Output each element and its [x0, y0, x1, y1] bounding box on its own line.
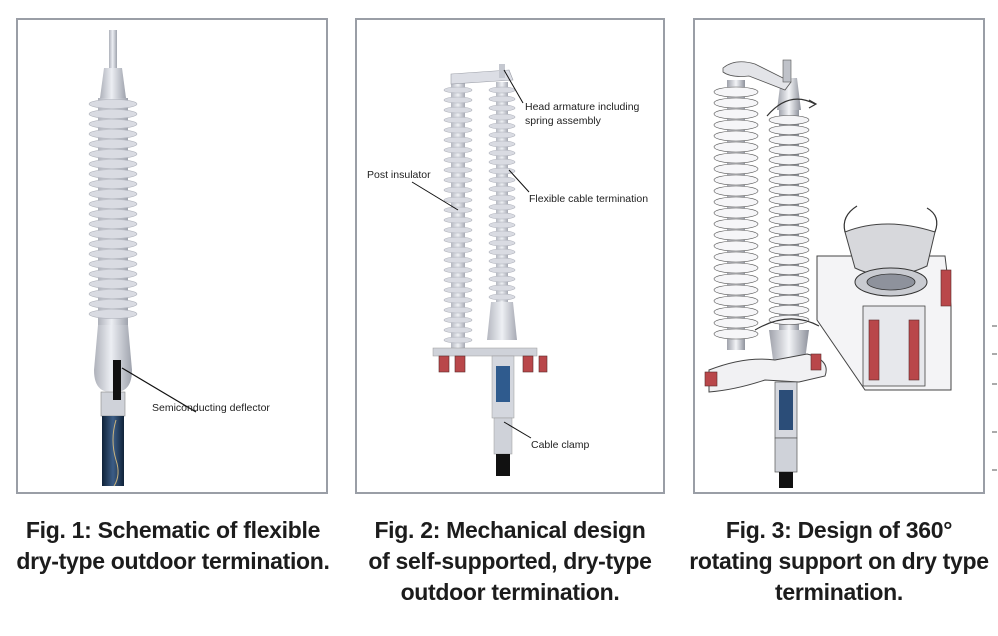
figure-2-caption-line-2: of self-supported, dry-type [368, 548, 652, 574]
label-cable-clamp: Cable clamp [531, 439, 590, 451]
termination-body [88, 30, 138, 487]
figure-3-caption-line-1: Fig. 3: Design of 360° [725, 517, 953, 543]
leader-line-flexible [508, 169, 530, 193]
figure-3-caption-line-2: rotating support on dry type [689, 548, 989, 574]
figure-2-panel: Head armature including spring assembly … [355, 18, 665, 494]
ground-wire [112, 419, 119, 487]
figure-3-drawing [704, 59, 952, 488]
insulator-sheds [88, 99, 138, 319]
post-insulator-3d [713, 80, 759, 350]
cable-clamp-assembly [491, 355, 515, 476]
figure-1-caption-line-2: dry-type outdoor termination. [16, 548, 330, 574]
leader-line-deflector [121, 367, 197, 413]
rotation-arrows [754, 98, 820, 331]
detail-inset [816, 205, 952, 391]
label-flexible-cable-termination: Flexible cable termination [529, 193, 648, 205]
figure-2-caption-line-3: outdoor termination. [400, 579, 620, 605]
figure-2-caption: Fig. 2: Mechanical design of self-suppor… [352, 515, 668, 608]
label-post-insulator: Post insulator [367, 169, 431, 181]
cropped-edge-marks [992, 325, 997, 471]
flexible-cable-termination [487, 82, 517, 340]
leader-line-clamp [503, 421, 532, 439]
base-yoke-3d [704, 353, 827, 488]
top-conductor [109, 30, 117, 68]
figure-1-caption: Fig. 1: Schematic of flexible dry-type o… [10, 515, 336, 577]
leader-line-head [503, 69, 524, 104]
figure-2-caption-line-1: Fig. 2: Mechanical design [374, 517, 646, 543]
base-plate [432, 347, 548, 373]
figure-1-panel: Semiconducting deflector [16, 18, 328, 494]
top-cap [100, 68, 126, 98]
figure-1-caption-line-1: Fig. 1: Schematic of flexible [25, 517, 321, 543]
head-armature [450, 64, 514, 85]
label-head-armature-line2: spring assembly [525, 115, 602, 127]
label-head-armature-line1: Head armature including [525, 101, 640, 113]
figure-3-panel [693, 18, 985, 494]
stress-cone [94, 325, 132, 392]
label-semiconducting-deflector: Semiconducting deflector [152, 402, 270, 414]
head-arm-3d [722, 59, 792, 91]
post-insulator [443, 80, 473, 350]
termination-3d [768, 78, 810, 360]
figure-2-drawing: Head armature including spring assembly … [367, 64, 648, 476]
semiconducting-deflector-part [113, 360, 121, 400]
figure-3-caption: Fig. 3: Design of 360° rotating support … [686, 515, 992, 608]
leader-line-post [411, 181, 459, 211]
figure-1-drawing: Semiconducting deflector [88, 30, 270, 487]
cable-sheath [102, 416, 124, 486]
figure-3-caption-line-3: termination. [774, 579, 904, 605]
